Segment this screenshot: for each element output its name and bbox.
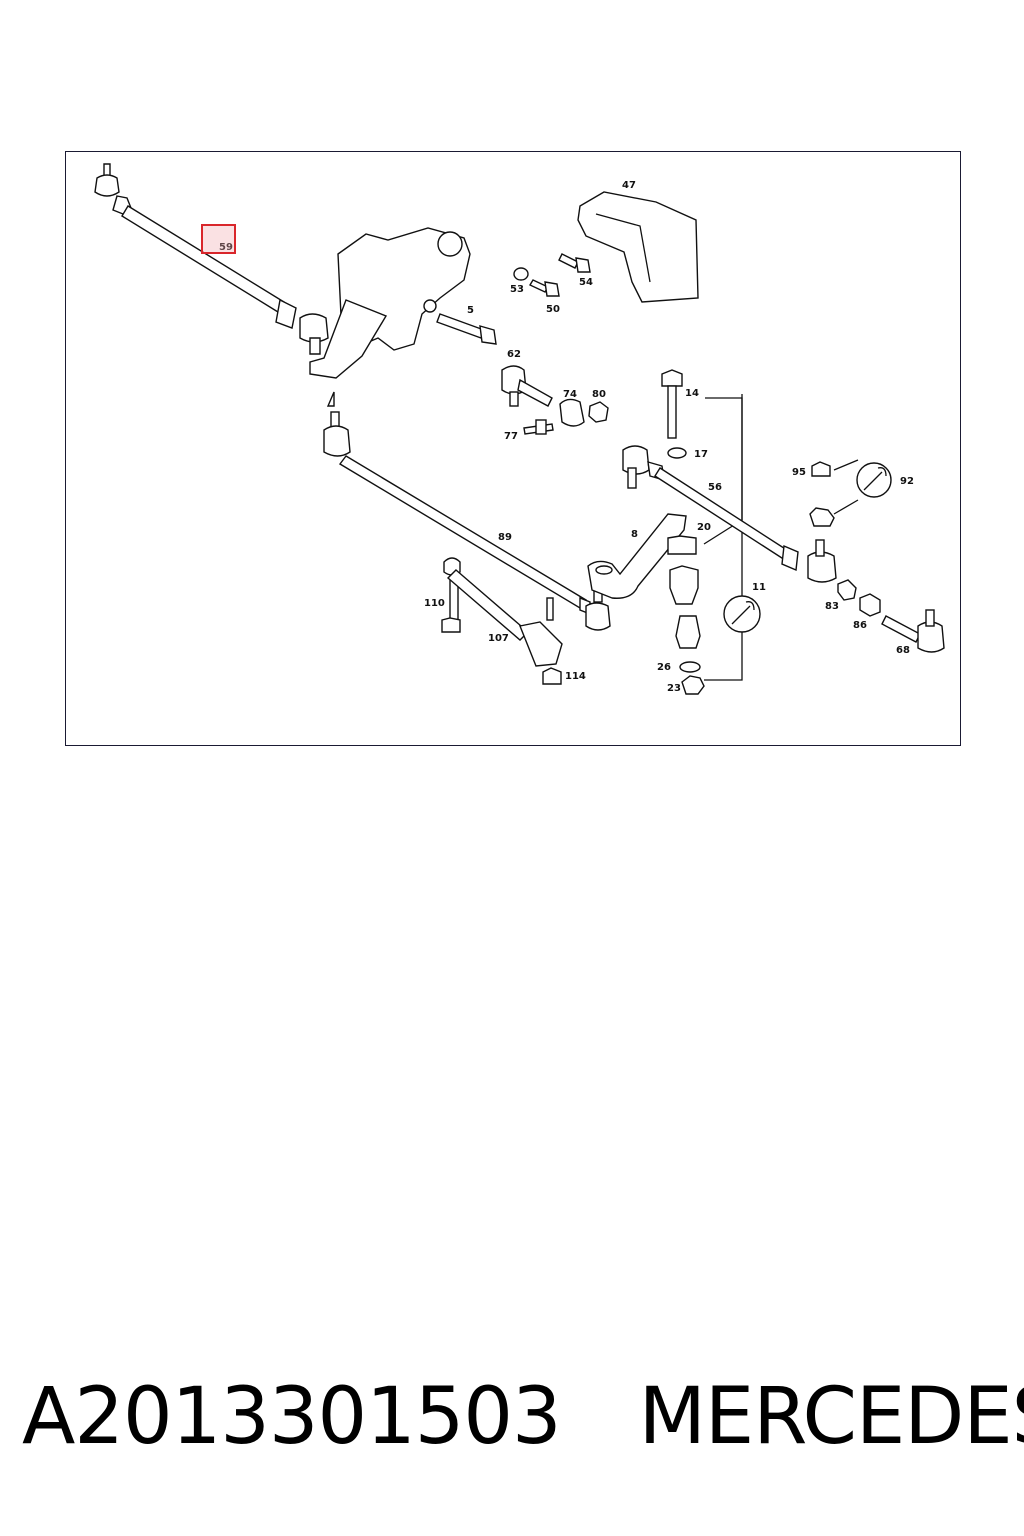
washer-17[interactable] [667,447,687,459]
highlighted-part-box[interactable] [201,224,236,254]
brand-name: MERCEDES [638,1372,1024,1462]
bushing-20[interactable] [667,535,697,555]
callout-114[interactable]: 114 [565,671,586,682]
bushing-11-lower[interactable] [675,615,701,649]
callout-47[interactable]: 47 [622,180,636,191]
idler-arm-8[interactable] [587,513,687,599]
callout-59[interactable]: 59 [219,242,233,253]
callout-26[interactable]: 26 [657,662,671,673]
callout-23[interactable]: 23 [667,683,681,694]
bolt-110[interactable] [441,579,461,633]
callout-74[interactable]: 74 [563,389,577,400]
nut-114[interactable] [542,667,562,685]
callout-56[interactable]: 56 [708,482,722,493]
ball-joint-68[interactable] [881,609,945,653]
callout-92[interactable]: 92 [900,476,914,487]
ball-joint-62[interactable] [501,365,553,407]
callout-86[interactable]: 86 [853,620,867,631]
nut-86[interactable] [859,593,881,617]
nut-80[interactable] [588,401,609,423]
callout-17[interactable]: 17 [694,449,708,460]
steering-damper-107[interactable] [443,557,563,667]
nut-53[interactable] [513,267,529,281]
callout-89[interactable]: 89 [498,532,512,543]
wrench-symbol-92 [856,462,892,498]
steering-gear-box[interactable] [309,227,471,407]
tie-rod-56[interactable] [622,445,837,583]
callout-83[interactable]: 83 [825,601,839,612]
callout-107[interactable]: 107 [488,633,509,644]
bolt-50[interactable] [529,279,560,297]
callout-11[interactable]: 11 [752,582,766,593]
tie-rod-59[interactable] [94,163,329,355]
callout-20[interactable]: 20 [697,522,711,533]
callout-62[interactable]: 62 [507,349,521,360]
bushing-11-upper[interactable] [669,565,699,605]
bushing-83[interactable] [837,579,857,601]
bolt-14[interactable] [661,369,683,439]
callout-14[interactable]: 14 [685,388,699,399]
callout-95[interactable]: 95 [792,467,806,478]
diagram-frame [65,151,961,746]
callout-50[interactable]: 50 [546,304,560,315]
nut-23[interactable] [681,675,705,695]
bolt-77[interactable] [523,419,554,435]
nut-95[interactable] [811,461,831,477]
callout-8[interactable]: 8 [631,529,638,540]
bushing-74[interactable] [559,398,585,427]
callout-5[interactable]: 5 [467,305,474,316]
bolt-54[interactable] [558,253,591,273]
washer-26[interactable] [679,661,701,673]
callout-77[interactable]: 77 [504,431,518,442]
callout-54[interactable]: 54 [579,277,593,288]
wrench-symbol-11 [723,595,761,633]
callout-80[interactable]: 80 [592,389,606,400]
callout-110[interactable]: 110 [424,598,445,609]
caption: A2013301503 MERCEDES [22,1372,1024,1462]
callout-68[interactable]: 68 [896,645,910,656]
callout-53[interactable]: 53 [510,284,524,295]
cap-95[interactable] [809,507,835,527]
drag-link-89[interactable] [323,411,611,631]
bolt-5[interactable] [436,313,497,345]
bracket-47[interactable] [577,191,699,303]
part-number: A2013301503 [22,1372,562,1462]
